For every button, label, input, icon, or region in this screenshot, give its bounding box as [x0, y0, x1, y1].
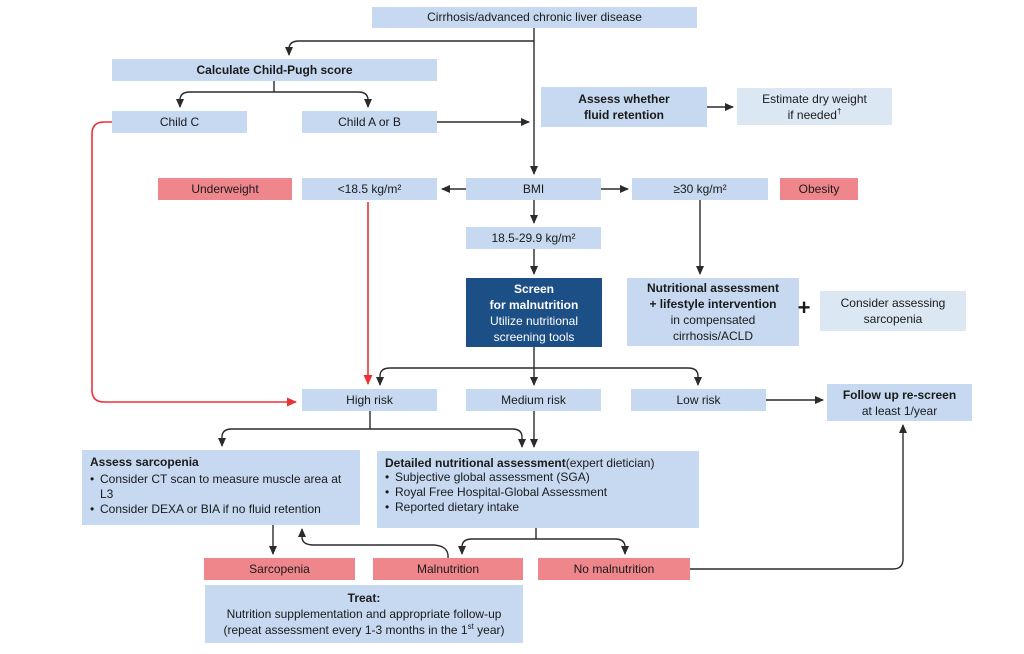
node-child-a-or-b: Child A or B [302, 111, 437, 133]
assess-fluid-line1: Assess whether [578, 92, 670, 106]
node-child-c: Child C [112, 111, 247, 133]
arrow-malnutrition-to-assess-sarcopenia [298, 528, 449, 559]
node-low-risk: Low risk [631, 389, 766, 411]
assess-sarcopenia-bullet-1-text: Consider CT scan to measure muscle area … [100, 472, 342, 502]
node-assess-fluid-retention: Assess whether fluid retention [541, 87, 707, 127]
estimate-dry-line2: if needed† [787, 106, 842, 122]
node-bmi-low: <18.5 kg/m² [302, 178, 437, 200]
nutritional-assessment-line4: cirrhosis/ACLD [672, 329, 753, 343]
arrow-no-malnutrition-to-followup [690, 424, 907, 570]
arrow-screen-to-high-risk [376, 367, 534, 386]
screen-line4: screening tools [493, 329, 575, 344]
node-bmi-high: ≥30 kg/m² [632, 178, 768, 200]
detailed-assessment-bullet-3: • Reported dietary intake [385, 500, 519, 515]
node-bmi-mid: 18.5-29.9 kg/m² [466, 227, 601, 249]
arrow-detailed-to-malnutrition [458, 538, 536, 555]
nutritional-assessment-line3: in compensated [670, 313, 756, 327]
node-underweight: Underweight [158, 178, 292, 200]
bullet-marker: • [385, 470, 390, 485]
node-no-malnutrition: No malnutrition [538, 558, 690, 580]
detailed-assessment-title-suffix: (expert dietician) [565, 456, 655, 470]
arrow-to-child-c [176, 91, 274, 108]
node-obesity: Obesity [780, 178, 858, 200]
arrow-detailed-to-no-malnutrition [536, 538, 629, 555]
detailed-assessment-bullet-2-text: Royal Free Hospital-Global Assessment [395, 485, 608, 500]
treat-superscript: st [467, 622, 474, 631]
estimate-dry-line1: Estimate dry weight [762, 91, 867, 106]
detailed-assessment-bullet-2: • Royal Free Hospital-Global Assessment [385, 485, 607, 500]
arrow-high-to-detailed [370, 428, 526, 448]
arrow-to-child-a-or-b [274, 91, 372, 108]
arrow-screen-to-low-risk [534, 367, 702, 386]
detailed-assessment-bullet-3-text: Reported dietary intake [395, 500, 520, 515]
node-assess-sarcopenia: Assess sarcopenia • Consider CT scan to … [82, 450, 360, 525]
bullet-marker: • [385, 485, 390, 500]
arrow-high-to-assess-sarcopenia [218, 428, 370, 447]
detailed-assessment-title: Detailed nutritional assessment [385, 456, 566, 470]
dagger-superscript: † [836, 106, 842, 116]
screen-line1: Screen [513, 281, 555, 296]
node-calculate-child-pugh: Calculate Child-Pugh score [112, 59, 437, 81]
nutritional-assessment-line2: + lifestyle intervention [649, 297, 777, 311]
assess-sarcopenia-bullet-2-text: Consider DEXA or BIA if no fluid retenti… [100, 502, 321, 517]
node-screen-for-malnutrition: Screen for malnutrition Utilize nutritio… [466, 278, 602, 347]
red-arrow-child-c-to-high-risk [91, 121, 297, 407]
red-arrows [91, 121, 373, 407]
consider-sarcopenia-line1: Consider assessing [840, 296, 946, 310]
plus-sign: + [797, 295, 811, 320]
node-sarcopenia: Sarcopenia [204, 558, 355, 580]
followup-line1: Follow up re-screen [842, 387, 957, 402]
assess-sarcopenia-bullet-2: • Consider DEXA or BIA if no fluid reten… [90, 502, 321, 517]
node-high-risk: High risk [302, 389, 437, 411]
node-treat: Treat: Nutrition supplementation and app… [205, 585, 523, 643]
assess-sarcopenia-title: Assess sarcopenia [90, 455, 199, 469]
treat-title: Treat: [347, 591, 381, 605]
detailed-assessment-bullet-1: • Subjective global assessment (SGA) [385, 470, 590, 485]
assess-fluid-line2: fluid retention [584, 108, 664, 122]
nutritional-assessment-line1: Nutritional assessment [646, 281, 780, 295]
arrow-to-calculate [285, 40, 534, 56]
consider-sarcopenia-line2: sarcopenia [863, 312, 923, 326]
node-consider-sarcopenia: Consider assessing sarcopenia [820, 291, 966, 331]
screen-line2: for malnutrition [489, 297, 579, 312]
node-detailed-assessment: Detailed nutritional assessment (expert … [377, 451, 699, 528]
node-medium-risk: Medium risk [466, 389, 601, 411]
node-cirrhosis: Cirrhosis/advanced chronic liver disease [372, 7, 697, 28]
treat-line2: Nutrition supplementation and appropriat… [226, 607, 502, 621]
detailed-assessment-title-row: Detailed nutritional assessment (expert … [385, 456, 654, 470]
followup-line2: at least 1/year [861, 403, 938, 418]
treat-line3: (repeat assessment every 1-3 months in t… [223, 622, 505, 638]
bullet-marker: • [385, 500, 390, 515]
node-followup-rescreen: Follow up re-screen at least 1/year [827, 384, 972, 421]
node-bmi: BMI [466, 178, 601, 200]
screen-line3: Utilize nutritional [489, 313, 579, 328]
detailed-assessment-bullet-1-text: Subjective global assessment (SGA) [395, 470, 590, 485]
bullet-marker: • [90, 472, 95, 487]
node-estimate-dry-weight: Estimate dry weight if needed† [737, 88, 892, 125]
node-nutritional-assessment: Nutritional assessment + lifestyle inter… [627, 278, 799, 346]
assess-sarcopenia-bullet-1: • Consider CT scan to measure muscle are… [90, 472, 352, 502]
node-malnutrition: Malnutrition [373, 558, 523, 580]
bullet-marker: • [90, 502, 95, 517]
